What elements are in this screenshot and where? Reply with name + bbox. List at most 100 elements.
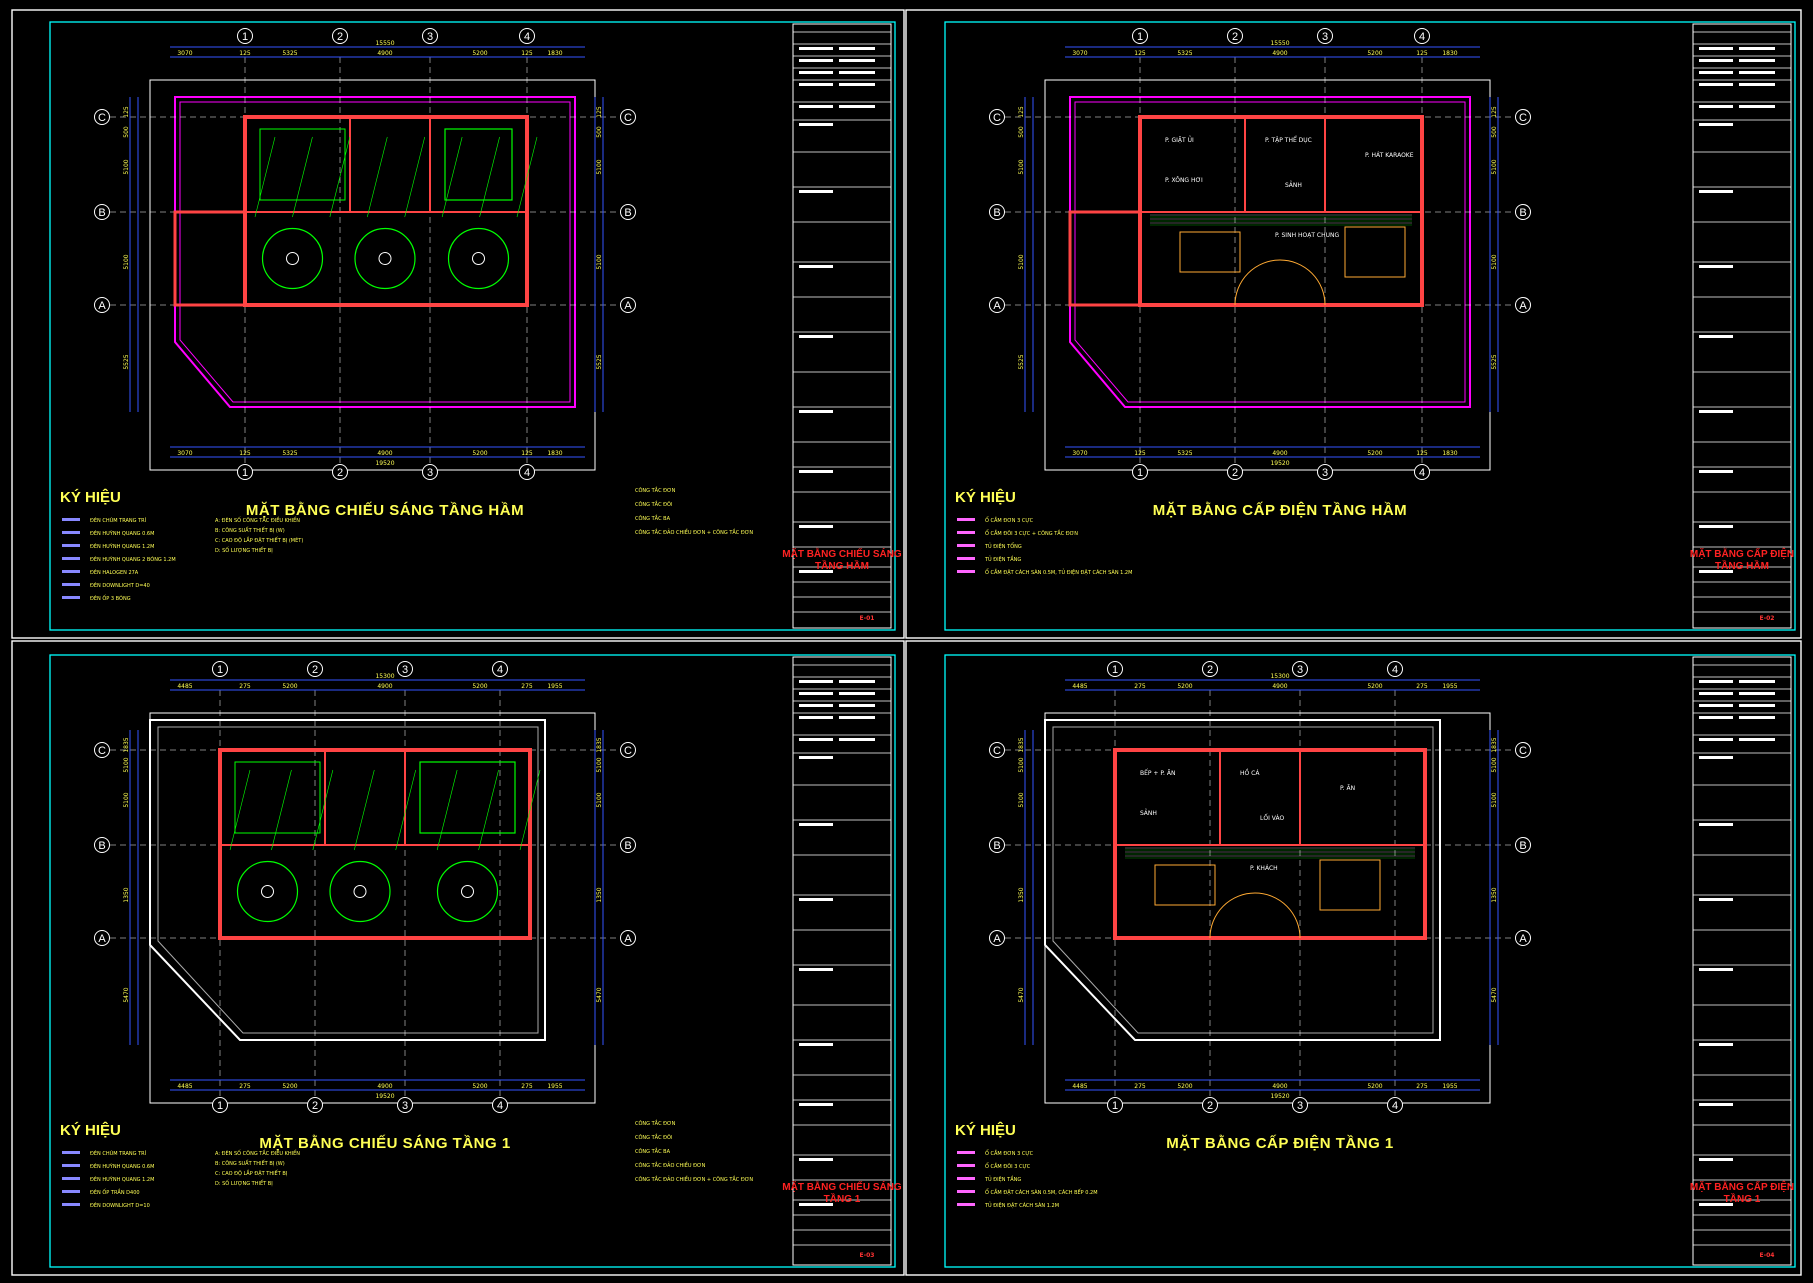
legend-heading: KÝ HIỆU bbox=[955, 488, 1016, 506]
axis-circle bbox=[237, 464, 253, 480]
drawing-frame bbox=[49, 654, 896, 1268]
axis-bubble: C bbox=[1515, 109, 1531, 125]
axis-label: C bbox=[624, 112, 632, 124]
wiring-run bbox=[312, 769, 334, 851]
axis-circle bbox=[1227, 464, 1243, 480]
axis-bubble: B bbox=[989, 204, 1005, 220]
axis-circle bbox=[212, 1097, 228, 1113]
dimension-text-bottom: 5200 bbox=[1367, 1083, 1382, 1090]
axis-bubble: A bbox=[1515, 297, 1531, 313]
axis-circle bbox=[1227, 28, 1243, 44]
legend-note: C: CAO ĐỘ LẮP ĐẶT THIẾT BỊ bbox=[215, 1169, 287, 1177]
legend-heading: KÝ HIỆU bbox=[955, 1121, 1016, 1139]
dimension-text-side-right: 5100 bbox=[596, 159, 603, 174]
title-block-text bbox=[799, 190, 833, 193]
legend-item: TỦ ĐIỆN TẦNG bbox=[984, 1175, 1021, 1183]
axis-label: 1 bbox=[217, 1100, 223, 1112]
title-block-heading-2: TẦNG 1 bbox=[1724, 1192, 1761, 1205]
title-block-text bbox=[1699, 1103, 1733, 1106]
dimension-text-bottom: 4900 bbox=[1272, 1083, 1287, 1090]
dimension-text-bottom: 3070 bbox=[1072, 450, 1087, 457]
title-block-text bbox=[839, 105, 875, 108]
axis-circle bbox=[307, 661, 323, 677]
axis-label: 2 bbox=[1207, 664, 1213, 676]
dimension-total-bottom: 19520 bbox=[1270, 1093, 1289, 1100]
legend-symbol bbox=[62, 1164, 80, 1167]
dimension-text-bottom: 5200 bbox=[472, 450, 487, 457]
dimension-text: 275 bbox=[239, 683, 251, 690]
title-block-text bbox=[1699, 83, 1733, 86]
legend-item: ĐÈN HUỲNH QUANG 0.6M bbox=[90, 1162, 154, 1170]
title-block-text bbox=[1739, 83, 1775, 86]
axis-bubble: C bbox=[620, 109, 636, 125]
furniture-sofa bbox=[1319, 859, 1381, 911]
axis-circle bbox=[519, 464, 535, 480]
dimension-text-bottom: 5200 bbox=[1367, 450, 1382, 457]
axis-label: 2 bbox=[337, 467, 343, 479]
dimension-text-side-right: 125 bbox=[596, 106, 603, 118]
axis-label: C bbox=[993, 745, 1001, 757]
legend-symbol bbox=[957, 1190, 975, 1193]
axis-label: 1 bbox=[242, 31, 248, 43]
axis-label: A bbox=[1519, 933, 1527, 945]
title-block-text bbox=[1739, 704, 1775, 707]
ceiling-ring bbox=[261, 227, 324, 290]
axis-label: B bbox=[993, 207, 1000, 219]
dimension-text-bottom: 5200 bbox=[472, 1083, 487, 1090]
axis-circle bbox=[620, 837, 636, 853]
axis-bubble: 4 bbox=[1414, 28, 1430, 44]
legend-heading: KÝ HIỆU bbox=[60, 488, 121, 506]
drawing-title: MẶT BẰNG CHIẾU SÁNG TẦNG 1 bbox=[259, 1134, 510, 1152]
axis-label: A bbox=[98, 933, 106, 945]
dimension-text: 1955 bbox=[1442, 683, 1457, 690]
room-label: SẢNH bbox=[1285, 181, 1302, 189]
legend-item: Ổ CẮM ĐÔI 3 CỰC bbox=[985, 1162, 1031, 1170]
title-block-text bbox=[1739, 105, 1775, 108]
wiring-run bbox=[229, 769, 251, 851]
ground-floor-outline bbox=[1044, 719, 1441, 1041]
legend-note: D: SỐ LƯỢNG THIẾT BỊ bbox=[215, 1179, 273, 1187]
side-wall bbox=[1068, 210, 1142, 307]
axis-circle bbox=[620, 204, 636, 220]
wiring-run bbox=[478, 769, 499, 851]
dimension-text-bottom: 1955 bbox=[1442, 1083, 1457, 1090]
axis-label: 3 bbox=[402, 664, 408, 676]
axis-bubble: 4 bbox=[1414, 464, 1430, 480]
wiring-run bbox=[519, 769, 541, 851]
axis-label: 1 bbox=[1112, 664, 1118, 676]
axis-bubble: 4 bbox=[519, 464, 535, 480]
dimension-text-side-right: 5100 bbox=[596, 757, 603, 772]
ceiling-recess bbox=[444, 128, 513, 201]
legend-item: Ổ CẮM ĐƠN 3 CỰC bbox=[985, 516, 1034, 524]
title-block-text bbox=[1699, 190, 1733, 193]
title-block-text bbox=[1699, 1158, 1733, 1161]
axis-label: 2 bbox=[312, 664, 318, 676]
axis-label: 3 bbox=[427, 31, 433, 43]
axis-label: C bbox=[1519, 745, 1527, 757]
title-block-heading: MẶT BẰNG CẤP ĐIỆN bbox=[1690, 1180, 1794, 1193]
axis-bubble: A bbox=[620, 930, 636, 946]
axis-label: 4 bbox=[524, 31, 530, 43]
axis-bubble: 2 bbox=[332, 28, 348, 44]
dimension-text-bottom: 125 bbox=[521, 450, 533, 457]
title-block-text bbox=[799, 265, 833, 268]
axis-label: 1 bbox=[242, 467, 248, 479]
legend-symbol bbox=[62, 1177, 80, 1180]
axis-bubble: A bbox=[94, 930, 110, 946]
axis-bubble: 2 bbox=[1202, 661, 1218, 677]
title-block-heading-2: TẦNG 1 bbox=[824, 1192, 861, 1205]
title-block-text bbox=[1699, 692, 1733, 695]
axis-label: C bbox=[98, 745, 106, 757]
axis-bubble: 3 bbox=[1317, 28, 1333, 44]
dimension-text-bottom: 275 bbox=[1416, 1083, 1428, 1090]
axis-circle bbox=[620, 297, 636, 313]
wiring-run bbox=[404, 136, 426, 218]
axis-circle bbox=[1317, 464, 1333, 480]
axis-label: 4 bbox=[524, 467, 530, 479]
title-block-text bbox=[799, 105, 833, 108]
legend-item: TỦ ĐIỆN ĐẶT CÁCH SÀN 1.2M bbox=[984, 1201, 1059, 1209]
drawing-title: MẶT BẰNG CẤP ĐIỆN TẦNG HẦM bbox=[1153, 501, 1407, 519]
